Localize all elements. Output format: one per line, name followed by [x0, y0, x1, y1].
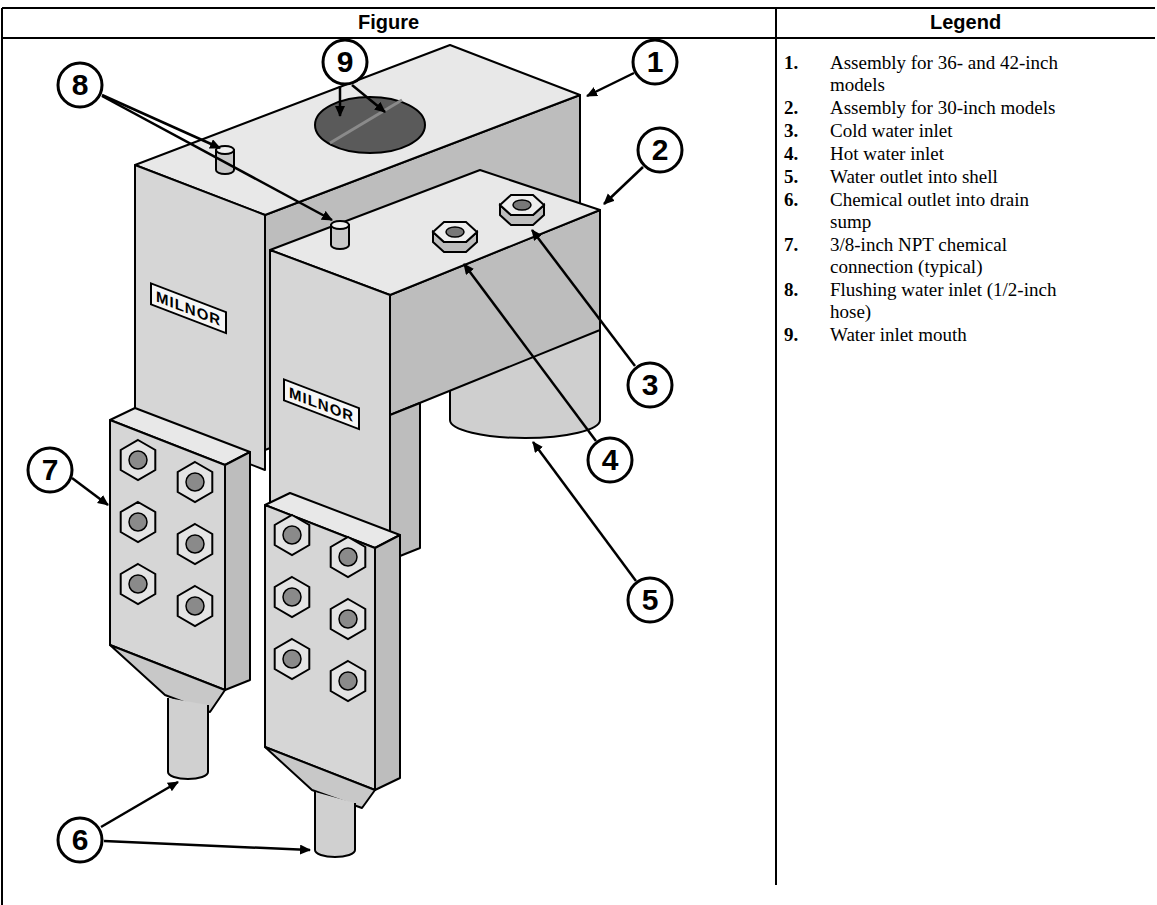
legend-row: 2.Assembly for 30-inch models [784, 97, 1144, 119]
legend-row: 8.Flushing water inlet (1/2-inch hose) [784, 279, 1144, 323]
header-cell: Figure [358, 11, 419, 34]
callout-number: 4 [588, 438, 632, 482]
callout-number: 6 [58, 818, 102, 862]
callout-number: 7 [28, 448, 72, 492]
legend-number: 7. [784, 234, 830, 256]
legend-number: 6. [784, 189, 830, 211]
legend-text: 3/8-inch NPT chemical connection (typica… [830, 234, 1070, 278]
legend-text: Assembly for 30-inch models [830, 97, 1070, 119]
callout-number: 8 [58, 63, 102, 107]
legend-number: 5. [784, 166, 830, 188]
hot-water-inlet [433, 222, 477, 252]
legend-number: 1. [784, 52, 830, 74]
chemical-connection [121, 440, 213, 626]
callout-number: 2 [638, 128, 682, 172]
callout-number: 3 [628, 363, 672, 407]
legend-row: 3.Cold water inlet [784, 120, 1144, 142]
legend-text: Flushing water inlet (1/2-inch hose) [830, 279, 1070, 323]
legend-number: 9. [784, 324, 830, 346]
legend-number: 8. [784, 279, 830, 301]
legend-text: Water inlet mouth [830, 324, 1070, 346]
legend-row: 9.Water inlet mouth [784, 324, 1144, 346]
callout-number: 9 [323, 40, 367, 84]
legend-text: Water outlet into shell [830, 166, 1070, 188]
leader-line [72, 73, 643, 850]
legend-row: 5.Water outlet into shell [784, 166, 1144, 188]
flushing-inlet [331, 221, 349, 249]
legend-number: 4. [784, 143, 830, 165]
chemical-manifold [110, 408, 250, 779]
callout-circle [28, 40, 682, 862]
legend-row: 1.Assembly for 36- and 42-inch models [784, 52, 1144, 96]
assembly-30 [270, 170, 600, 560]
legend-text: Assembly for 36- and 42-inch models [830, 52, 1070, 96]
legend-number: 3. [784, 120, 830, 142]
callout-number: 5 [628, 578, 672, 622]
legend-text: Chemical outlet into drain sump [830, 189, 1070, 233]
callout-number: 1 [633, 40, 677, 84]
legend-text: Hot water inlet [830, 143, 1070, 165]
legend-row: 6.Chemical outlet into drain sump [784, 189, 1144, 233]
legend-row: 4.Hot water inlet [784, 143, 1144, 165]
table-frame [2, 8, 1155, 905]
header-cell: Legend [930, 11, 1001, 34]
legend-text: Cold water inlet [830, 120, 1070, 142]
legend-list: 1.Assembly for 36- and 42-inch models2.A… [784, 52, 1144, 347]
legend-number: 2. [784, 97, 830, 119]
chemical-connection [275, 515, 366, 701]
cold-water-inlet [500, 195, 544, 225]
chemical-manifold [265, 493, 400, 857]
legend-row: 7.3/8-inch NPT chemical connection (typi… [784, 234, 1144, 278]
